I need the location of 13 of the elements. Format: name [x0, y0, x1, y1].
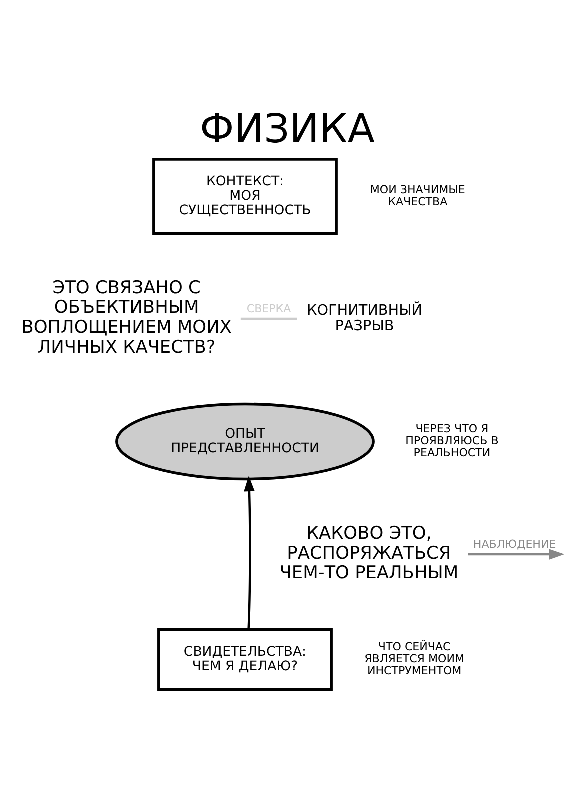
node-text: КАКОВО ЭТО, РАСПОРЯЖАТЬСЯ ЧЕМ-ТО РЕАЛЬНЫМ: [280, 523, 459, 584]
node-text: ЭТО СВЯЗАНО С ОБЪЕКТИВНЫМ ВОПЛОЩЕНИЕМ МОИХ ЛИЧНЫХ КАЧЕСТВ?: [22, 278, 232, 358]
diagram-title: ФИЗИКА: [200, 106, 375, 152]
node-label: ЧТО СЕЙЧАС ЯВЛЯЕТСЯ МОИМ ИНСТРУМЕНТОМ: [364, 640, 465, 678]
arrow: [244, 476, 255, 630]
node-ellipse: ОПЫТ ПРЕДСТАВЛЕННОСТИ: [116, 402, 375, 480]
node-box: СВИДЕТЕЛЬСТВА: ЧЕМ Я ДЕЛАЮ?: [158, 628, 333, 690]
node-text: КОГНИТИВНЫЙ РАЗРЫВ: [307, 302, 423, 334]
node-label: ЧЕРЕЗ ЧТО Я ПРОЯВЛЯЮСЬ В РЕАЛЬНОСТИ: [406, 422, 499, 460]
node-box: КОНТЕКСТ: МОЯ СУЩЕСТВЕННОСТЬ: [152, 158, 338, 235]
edge-label: НАБЛЮДЕНИЕ: [473, 537, 556, 550]
node-label: МОИ ЗНАЧИМЫЕ КАЧЕСТВА: [370, 182, 466, 208]
connector: [240, 317, 298, 320]
